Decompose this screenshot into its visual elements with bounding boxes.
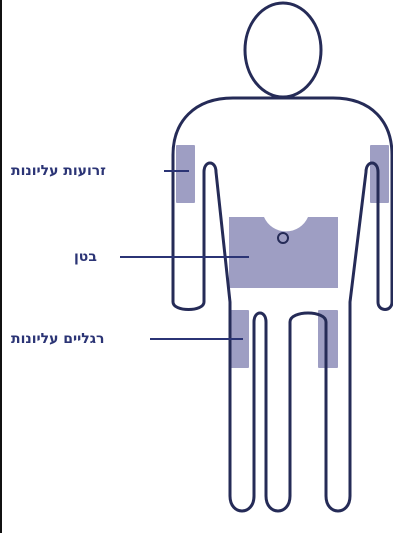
- label-abdomen: בטן: [74, 249, 97, 265]
- head: [245, 3, 321, 97]
- label-upper-arms: זרועות עליונות: [11, 163, 106, 179]
- zone-upper-leg-right: [318, 310, 338, 368]
- torso-and-arms: [173, 98, 392, 511]
- label-upper-legs: רגליים עליונות: [11, 331, 104, 347]
- zone-upper-arm-left: [176, 145, 195, 203]
- zone-abdomen: [229, 217, 338, 288]
